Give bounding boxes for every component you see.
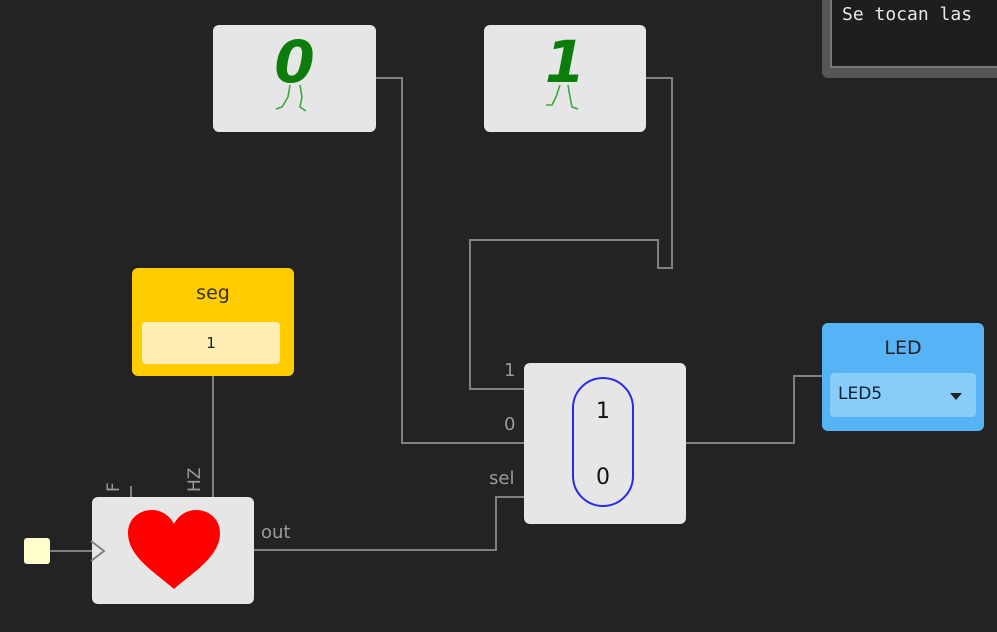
clock-input-arrow-icon [90,540,106,562]
info-panel: Se tocan las [822,0,997,78]
led-selected-value: LED5 [838,384,883,404]
walking-legs-icon [275,84,306,112]
constant-value: 0 [274,28,315,96]
constant-value: 1 [544,28,586,96]
dropdown-caret-icon [950,393,962,400]
constant-block-zero[interactable]: 0 [213,25,376,132]
wire-const1-to-mux [469,77,673,390]
walking-legs-icon [546,84,579,110]
seg-title: seg [196,282,230,304]
heart-block[interactable] [90,497,254,604]
port-label-in1: 1 [504,360,516,381]
wire-mux-to-led [686,375,822,444]
port-label-sel: sel [489,468,515,489]
port-label-out: out [261,522,291,543]
constant-block-one[interactable]: 1 [484,25,646,132]
mux-top-value: 1 [596,399,610,424]
wire-const0-to-mux [376,77,524,444]
clock-input-port[interactable] [24,538,50,564]
heart-icon [128,510,220,589]
led-title: LED [884,337,922,359]
led-select[interactable]: LED5 [830,373,976,417]
seg-value-input[interactable]: 1 [142,322,280,364]
port-label-in0: 0 [504,414,516,435]
wire-heart-to-mux [254,496,524,551]
seg-block[interactable]: seg 1 [132,268,294,376]
led-block[interactable]: LED LED5 [822,323,984,431]
info-panel-inner: Se tocan las [830,0,997,68]
port-label-f: F [104,482,124,492]
mux-bottom-value: 0 [596,465,610,490]
mux-symbol: 1 0 [572,377,634,507]
mux-block[interactable]: 1 0 [524,363,686,524]
info-text: Se tocan las [842,4,973,25]
port-label-hz: HZ [185,467,205,492]
